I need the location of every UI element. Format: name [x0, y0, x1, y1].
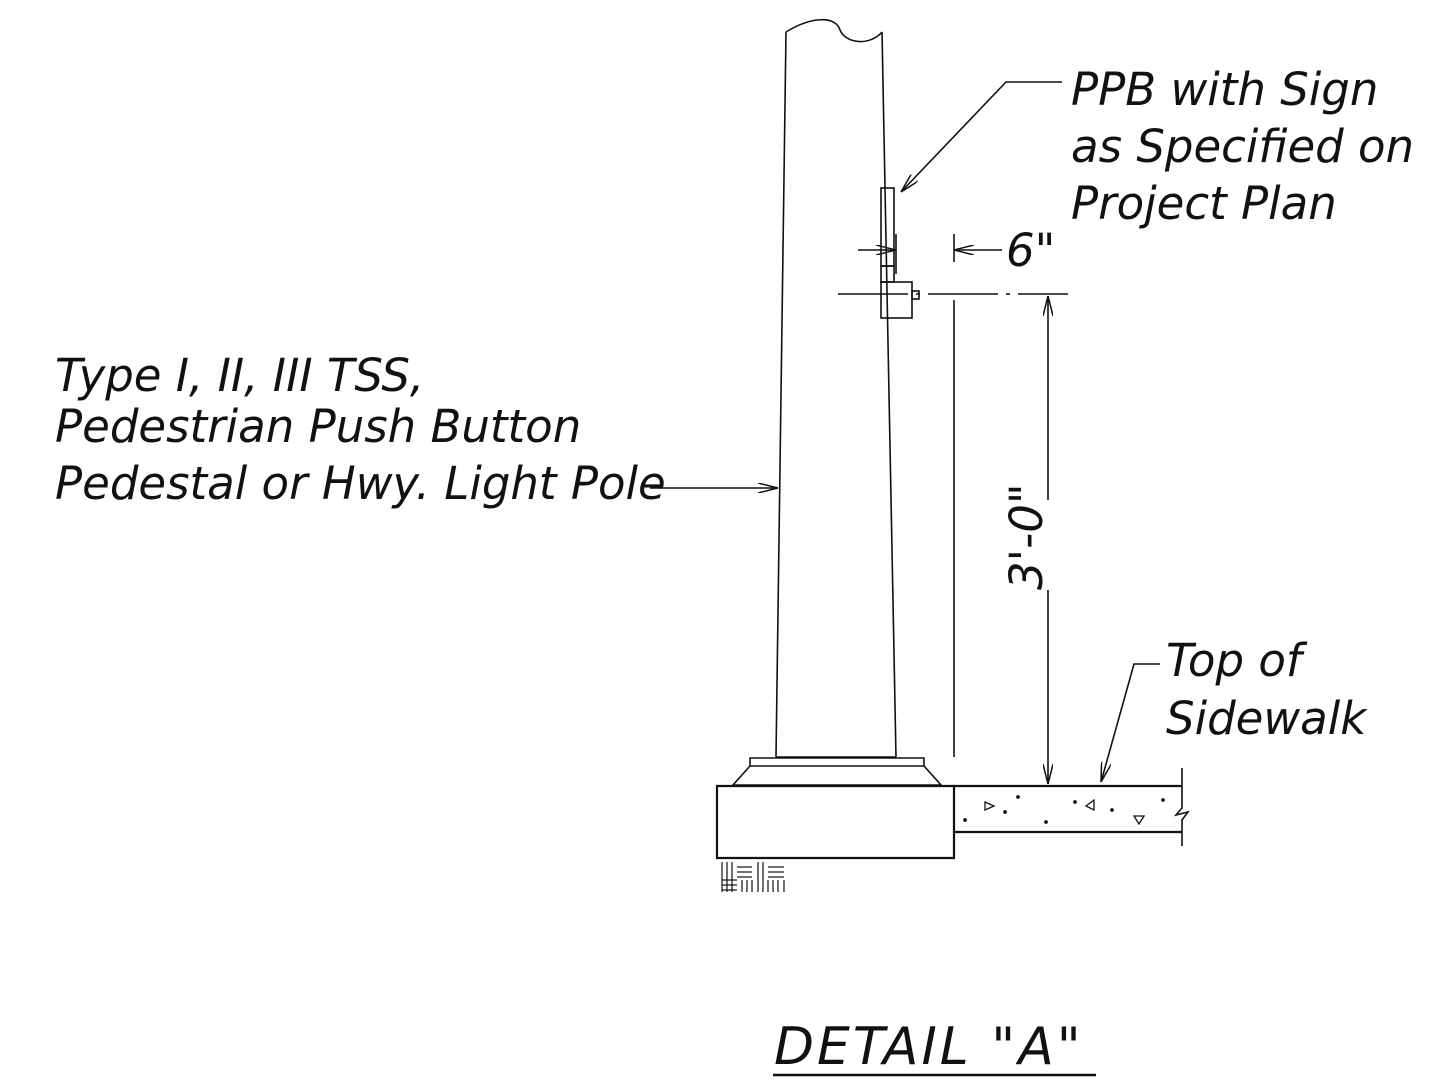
pole-break-line: [785, 19, 883, 43]
dim-6in-label: 6": [1006, 224, 1055, 277]
sidewalk-break-line: [1173, 768, 1190, 846]
base-collar: [731, 765, 943, 786]
ppb-callout: PPB with Sign as Specified on Project Pl…: [1071, 63, 1414, 230]
pole-callout-line-1: Type I, II, III TSS,: [55, 349, 424, 402]
concrete-aggregate-pattern: [963, 795, 1165, 826]
dim-3ft-label: 3'-0": [1000, 483, 1053, 590]
sidewalk-callout: Top of Sidewalk: [1166, 634, 1368, 745]
pole-callout: Type I, II, III TSS, Pedestrian Push But…: [55, 349, 666, 510]
concrete-foundation: [715, 784, 956, 860]
sidewalk-callout-line-1: Top of: [1166, 634, 1308, 687]
ppb-callout-line-1: PPB with Sign: [1071, 63, 1378, 116]
sidewalk: [954, 768, 1190, 846]
detail-title-block: DETAIL "A": [773, 1017, 1096, 1077]
push-button-assembly: [880, 187, 920, 319]
detail-title: DETAIL "A": [774, 1017, 1084, 1077]
pole-right-edge: [881, 31, 897, 758]
base-plate: [749, 757, 925, 767]
earth-hatch-symbol: [721, 862, 785, 892]
ppb-button-housing: [880, 281, 913, 319]
dimensions: [838, 234, 1068, 784]
sidewalk-callout-line-2: Sidewalk: [1166, 692, 1368, 745]
pole-callout-line-2: Pedestrian Push Button: [55, 400, 581, 453]
pole-base: [715, 756, 956, 892]
pole-left-edge: [775, 31, 787, 758]
ppb-sign-plate: [880, 187, 895, 267]
pole-callout-line-3: Pedestal or Hwy. Light Pole: [55, 457, 666, 510]
ppb-callout-line-2: as Specified on: [1071, 120, 1414, 173]
ppb-leader: [901, 81, 1062, 192]
ppb-callout-line-3: Project Plan: [1071, 177, 1337, 230]
pole: [775, 19, 897, 758]
sidewalk-leader: [1100, 663, 1160, 782]
leaders: [650, 81, 1160, 782]
ppb-button: [911, 290, 920, 300]
